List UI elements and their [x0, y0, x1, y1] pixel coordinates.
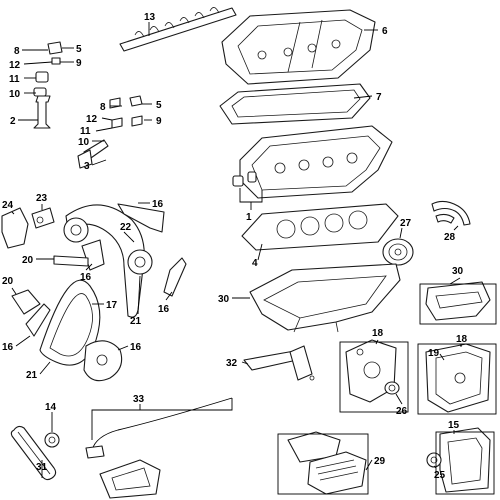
callout-24: 24: [2, 200, 14, 211]
callout-5: 5: [76, 44, 82, 55]
callout-31: 31: [36, 462, 48, 473]
oil-cooler: [287, 431, 367, 495]
callout-20-upper: 20: [22, 255, 34, 266]
valve-cover-gasket: [219, 83, 371, 125]
leader-lines: [11, 22, 462, 478]
callout-16-crank: 16: [130, 342, 142, 353]
callout-16-mid: 16: [80, 272, 92, 283]
callout-4: 4: [252, 258, 258, 269]
group-frames: [277, 283, 497, 495]
vvt-solenoid: [31, 207, 55, 229]
callout-18-left: 18: [372, 328, 384, 339]
crank-pulley: [382, 238, 414, 266]
callout-10-lower: 10: [78, 137, 90, 148]
callout-25: 25: [434, 470, 446, 481]
valve-spring-retainer: [33, 41, 143, 129]
lower-timing-chain: [39, 279, 101, 366]
callout-16-right: 16: [158, 304, 170, 315]
callout-28: 28: [444, 232, 456, 243]
callout-6: 6: [382, 26, 388, 37]
callout-22: 22: [120, 222, 132, 233]
callout-9-lower: 9: [156, 116, 162, 127]
callout-21-lower: 21: [26, 370, 38, 381]
callout-23: 23: [36, 193, 48, 204]
valve-lower: [77, 139, 109, 169]
callout-12-lower: 12: [86, 114, 98, 125]
chain-tensioner-lower: [11, 289, 41, 315]
oil-pump-chain: [10, 425, 57, 481]
coolant-pipe: [243, 345, 315, 381]
callout-19: 19: [428, 348, 440, 359]
callout-27: 27: [400, 218, 412, 229]
callout-13: 13: [144, 12, 156, 23]
callout-20-lower: 20: [2, 276, 14, 287]
callout-1: 1: [246, 212, 252, 223]
oil-pan: [249, 263, 401, 333]
callout-16-top: 16: [152, 199, 164, 210]
tensioner-guide: [25, 303, 51, 337]
callout-33: 33: [133, 394, 145, 405]
callout-10: 10: [9, 89, 21, 100]
breather-hoses: [431, 200, 471, 226]
callout-16-left: 16: [2, 342, 14, 353]
oil-pump: [99, 459, 161, 499]
callout-8: 8: [14, 46, 20, 57]
callout-32: 32: [226, 358, 238, 369]
valve-cover: [221, 9, 376, 85]
callout-8-lower: 8: [100, 102, 106, 113]
callout-30-lower: 30: [452, 266, 464, 277]
callout-18-right: 18: [456, 334, 468, 345]
crank-sprocket: [83, 340, 123, 382]
chain-guide-upper: [117, 203, 165, 233]
chain-guide-right: [163, 257, 187, 297]
seal: [384, 381, 400, 395]
callout-21-upper: 21: [130, 316, 142, 327]
callout-15: 15: [448, 420, 460, 431]
callout-14: 14: [45, 402, 57, 413]
oil-pan-lower: [425, 281, 491, 321]
chain-sprocket: [44, 432, 60, 448]
chain-tensioner-upper: [53, 255, 89, 267]
timing-cover: [345, 339, 397, 403]
callout-29: 29: [374, 456, 386, 467]
rear-cover: [426, 427, 491, 493]
callout-11-lower: 11: [80, 126, 91, 137]
callouts: 13 6 8 5 12 9 11 10 2 8 5 12 9 11 10 3 7…: [2, 12, 468, 481]
cylinder-head: [232, 125, 393, 199]
callout-7: 7: [376, 92, 382, 103]
callout-26: 26: [396, 406, 408, 417]
callout-12: 12: [9, 60, 21, 71]
callout-30-pan: 30: [218, 294, 230, 305]
callout-11: 11: [9, 74, 20, 85]
camshaft: [119, 7, 237, 52]
head-gasket: [241, 203, 399, 251]
valve-upper: [33, 95, 51, 129]
callout-9: 9: [76, 58, 82, 69]
timing-actuator: [1, 207, 29, 249]
callout-2: 2: [10, 116, 16, 127]
callout-5-lower: 5: [156, 100, 162, 111]
oil-dipstick: [85, 397, 233, 459]
callout-17: 17: [106, 300, 118, 311]
callout-3: 3: [84, 161, 90, 172]
